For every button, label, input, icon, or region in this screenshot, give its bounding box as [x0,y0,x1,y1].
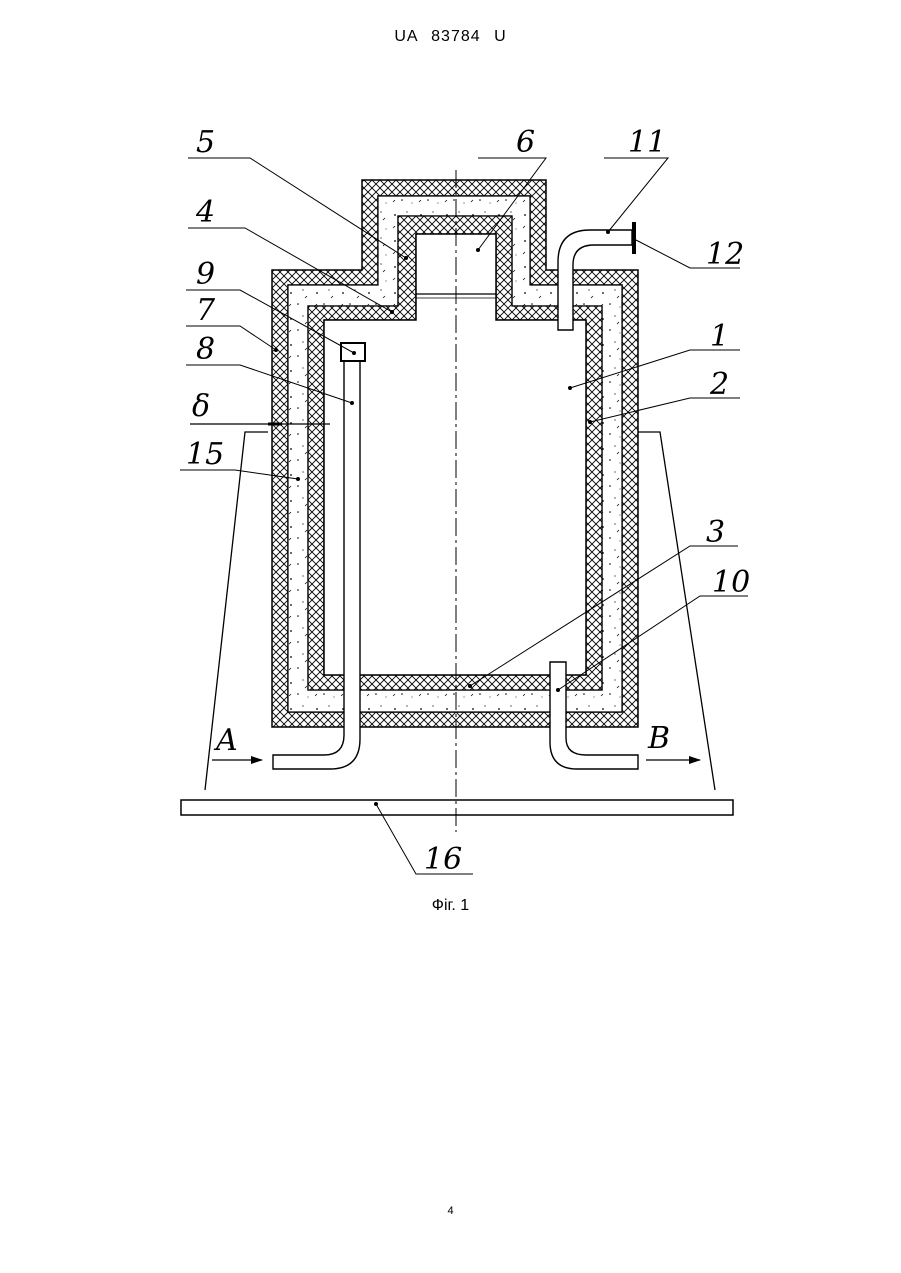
label-10: 10 [712,565,750,600]
label-16: 16 [424,842,462,877]
label-15: 15 [186,437,224,472]
label-2: 2 [709,367,729,402]
label-1: 1 [710,319,729,354]
page-number: 4 [0,1205,901,1217]
base-plate [181,800,733,815]
figure-caption: Фіг. 1 [0,897,901,915]
label-12: 12 [706,237,744,272]
label-11: 11 [628,125,666,160]
label-6: 6 [516,125,535,160]
label-b: B [647,721,670,756]
label-a: A [213,723,238,758]
label-delta: δ [192,389,210,424]
label-9: 9 [196,257,215,292]
label-8: 8 [196,332,215,367]
label-5: 5 [196,125,215,160]
label-4: 4 [195,195,215,230]
label-7: 7 [196,293,216,328]
label-3: 3 [706,515,725,550]
